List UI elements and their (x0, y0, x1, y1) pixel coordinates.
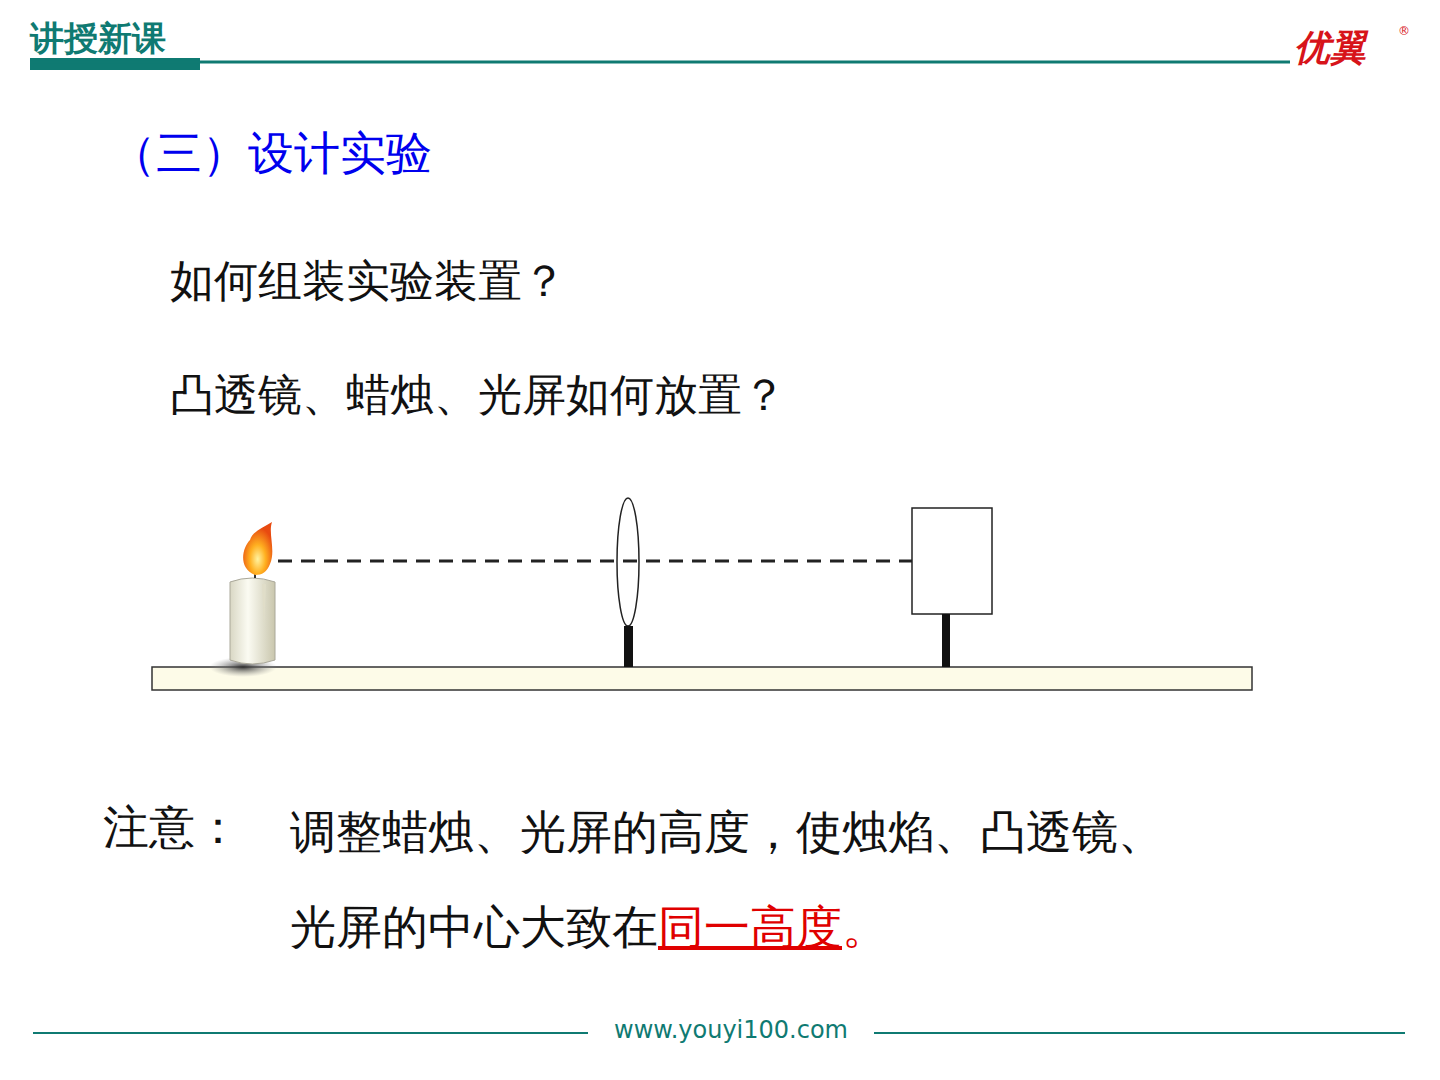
section-header: 讲授新课 (30, 18, 166, 59)
brand-logo: 优翼 (1294, 26, 1366, 69)
question-text: 凸透镜、蜡烛、光屏如何放置？ (170, 370, 786, 423)
note-body: 调整蜡烛、光屏的高度，使烛焰、凸透镜、光屏的中心大致在同一高度。 (290, 785, 1180, 975)
note-punctuation: 。 (842, 902, 888, 953)
lens-stand (624, 626, 633, 667)
slide-title: （三）设计实验 (110, 126, 432, 181)
registered-mark: ® (1398, 24, 1410, 38)
screen-stand (942, 614, 950, 667)
convex-lens (617, 498, 639, 626)
footer-rule (33, 1032, 588, 1034)
candle-body (230, 578, 275, 664)
header-bar (30, 58, 200, 70)
footer-url: www.youyi100.com (614, 1016, 848, 1045)
principal-axis (278, 560, 948, 563)
optical-bench (152, 667, 1252, 690)
footer-rule (874, 1032, 1405, 1034)
note-label: 注意： (103, 800, 241, 855)
question-text: 如何组装实验装置？ (170, 256, 566, 309)
header-rule (30, 61, 1290, 64)
candle-drip (262, 584, 266, 630)
candle-flame (243, 522, 272, 575)
light-screen (912, 508, 992, 614)
highlight-answer: 同一高度 (658, 902, 842, 953)
